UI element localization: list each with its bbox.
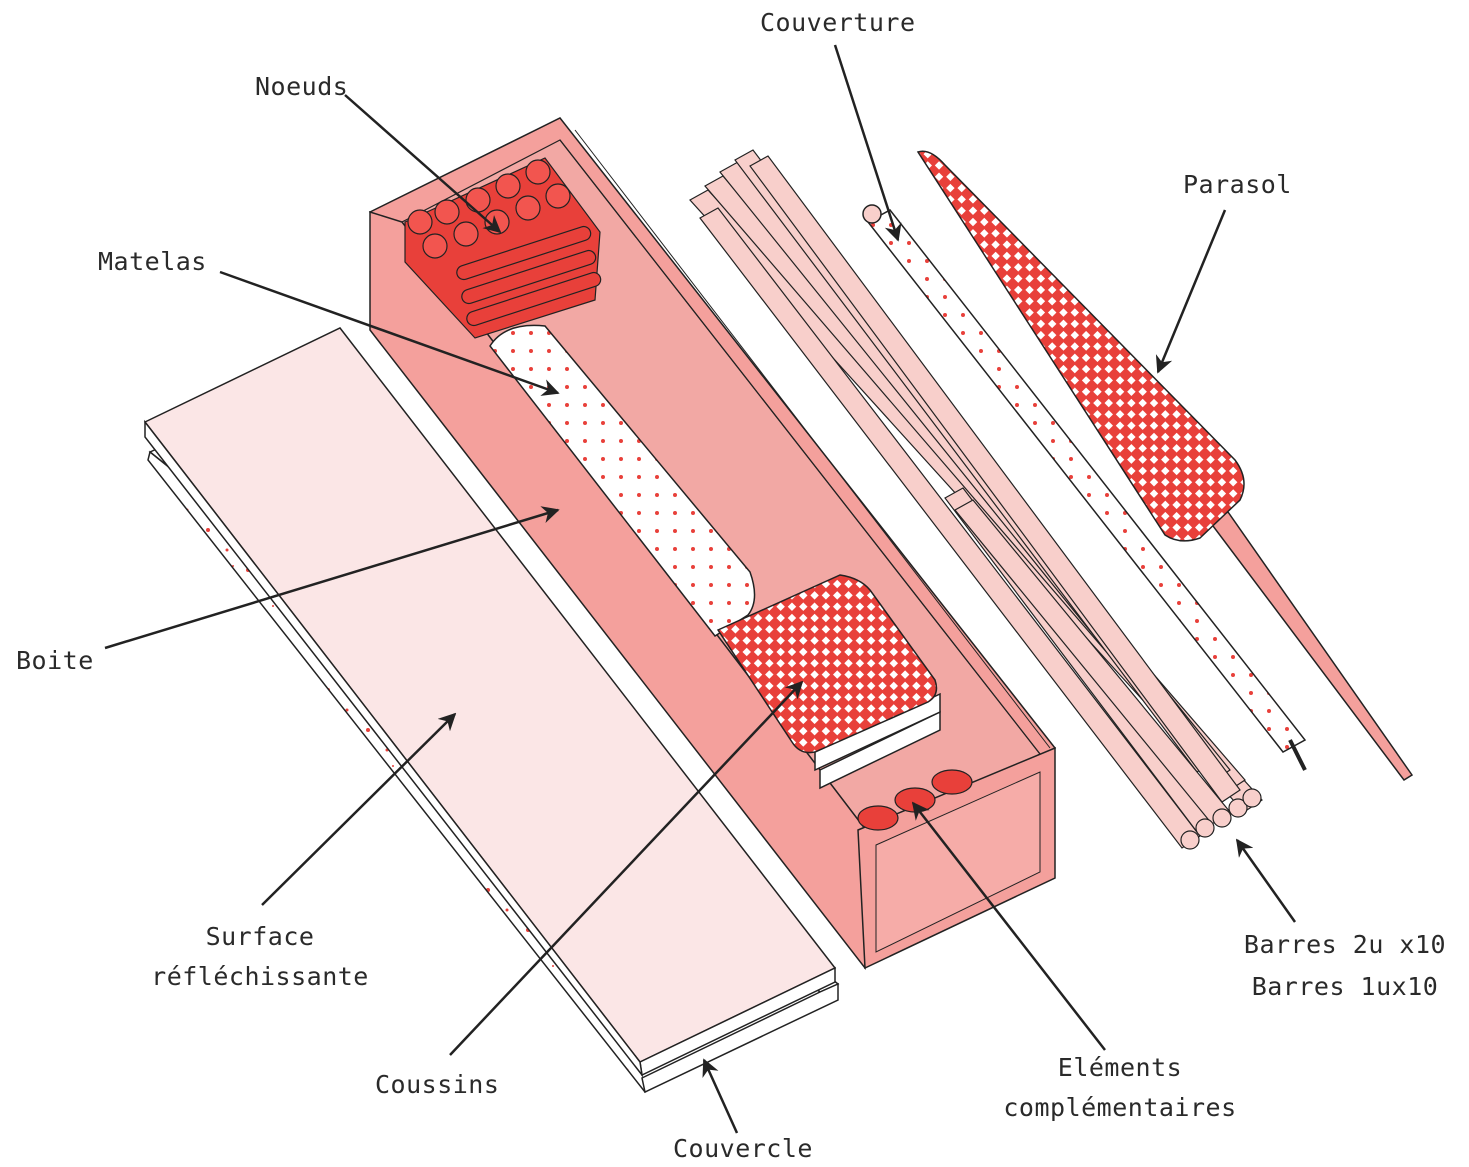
label-surface-line1: Surface xyxy=(205,922,315,951)
label-surface-reflechissante: Surface réfléchissante xyxy=(120,922,400,992)
label-boite: Boite xyxy=(16,646,94,675)
arrow-parasol xyxy=(1155,209,1227,374)
label-barres: Barres 2u x10 Barres 1ux10 xyxy=(1230,930,1460,1002)
label-barres-line1: Barres 2u x10 xyxy=(1243,930,1447,959)
couverture-roll xyxy=(862,204,1307,771)
surface-reflechissante-plate xyxy=(143,327,837,1078)
label-parasol: Parasol xyxy=(1183,170,1292,199)
arrow-noeuds xyxy=(344,94,502,234)
label-matelas: Matelas xyxy=(98,247,207,276)
arrow-couverture xyxy=(833,44,902,242)
arrow-surface xyxy=(261,712,457,906)
label-elements-line1: Eléments xyxy=(1057,1053,1183,1082)
arrow-matelas xyxy=(219,270,560,396)
parasol-umbrella xyxy=(916,150,1414,782)
noeuds-cluster xyxy=(404,157,602,339)
matelas-mattress xyxy=(489,324,756,637)
label-barres-line2: Barres 1ux10 xyxy=(1251,972,1439,1001)
label-elements-complementaires: Eléments complémentaires xyxy=(990,1053,1250,1123)
label-coussins: Coussins xyxy=(375,1070,500,1099)
label-elements-line2: complémentaires xyxy=(1003,1093,1237,1122)
label-couvercle: Couvercle xyxy=(673,1134,813,1163)
leader-arrows xyxy=(104,44,1297,1134)
label-couverture: Couverture xyxy=(760,8,916,37)
arrow-barres xyxy=(1235,838,1297,923)
coussins-stack xyxy=(716,574,941,790)
label-noeuds: Noeuds xyxy=(255,72,349,101)
arrow-elements xyxy=(911,801,1106,1051)
arrow-coussins xyxy=(449,680,804,1056)
label-surface-line2: réfléchissante xyxy=(151,962,369,991)
barres-bundle xyxy=(689,149,1263,850)
arrow-couvercle xyxy=(702,1058,739,1134)
arrow-boite xyxy=(104,506,560,650)
